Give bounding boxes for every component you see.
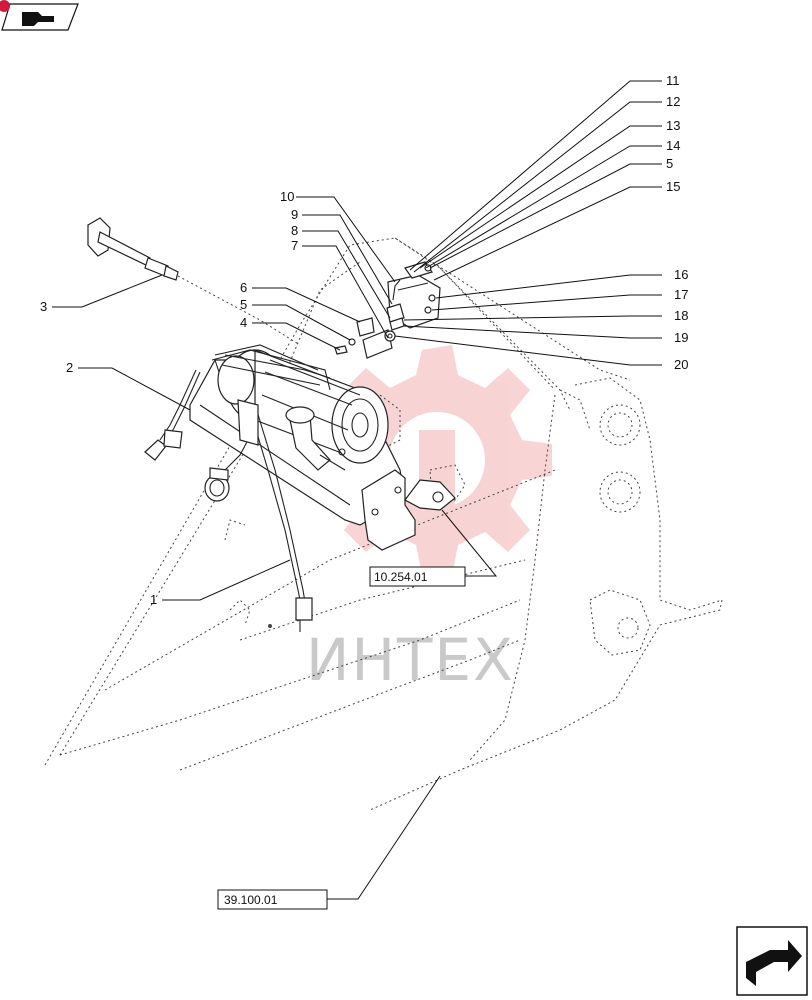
callout-7: 7 [291, 238, 298, 253]
callout-4: 4 [240, 315, 247, 330]
heater-assembly [144, 344, 456, 632]
callout-16: 16 [674, 267, 688, 282]
callout-19: 19 [674, 330, 688, 345]
reference-label-lower: 39.100.01 [224, 893, 278, 907]
callout-5-left: 5 [240, 297, 247, 312]
reference-link-lower[interactable]: 39.100.01 [217, 889, 328, 910]
callout-10: 10 [280, 189, 294, 204]
fastener-group-left [334, 317, 393, 359]
callout-numbers: 1 2 3 4 5 6 7 8 9 10 11 12 13 14 5 15 16… [40, 73, 688, 607]
watermark-text: ИНТЕХ [306, 626, 515, 694]
callout-12: 12 [666, 94, 680, 109]
callout-13: 13 [666, 118, 680, 133]
callout-8: 8 [291, 223, 298, 238]
sensor-probe [87, 217, 301, 346]
callout-15: 15 [666, 179, 680, 194]
callout-1: 1 [150, 592, 157, 607]
loader-frame [44, 237, 723, 811]
callout-3: 3 [40, 299, 47, 314]
callout-14: 14 [666, 138, 680, 153]
callout-17: 17 [674, 287, 688, 302]
reference-link-upper[interactable]: 10.254.01 [369, 566, 466, 587]
callout-18: 18 [674, 308, 688, 323]
callout-9: 9 [291, 207, 298, 222]
callout-11: 11 [666, 73, 680, 88]
switch-bracket-assembly [384, 261, 441, 342]
reference-label-upper: 10.254.01 [374, 570, 428, 584]
book-back-icon[interactable] [0, 0, 79, 31]
callout-2: 2 [66, 360, 73, 375]
book-forward-icon[interactable] [736, 926, 808, 996]
callout-5-right: 5 [666, 156, 673, 171]
callout-20: 20 [674, 357, 688, 372]
leader-lines [52, 80, 662, 900]
callout-6: 6 [240, 280, 247, 295]
